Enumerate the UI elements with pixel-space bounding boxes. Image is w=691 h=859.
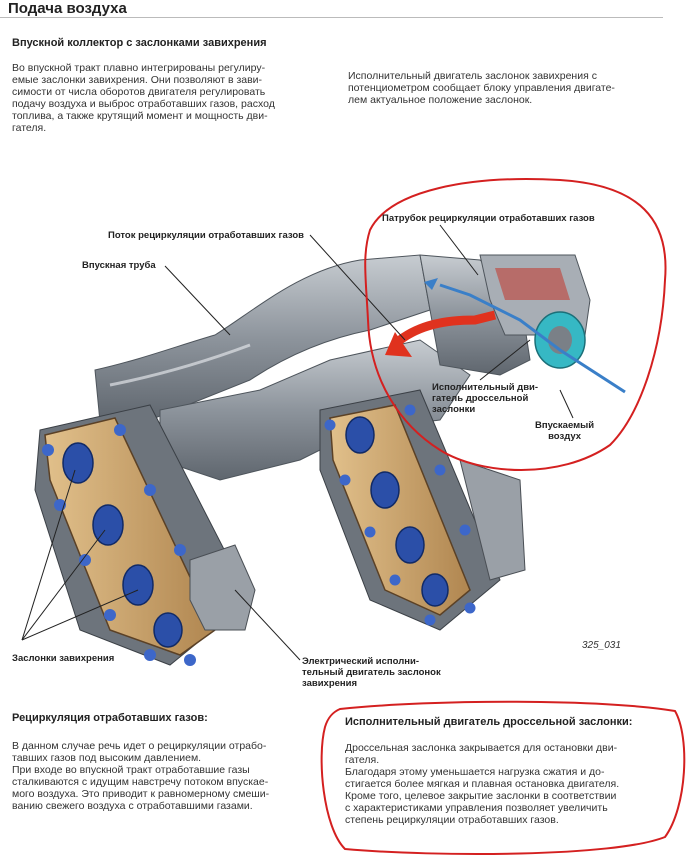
egr-heading: Рециркуляция отработавших газов: <box>12 712 208 724</box>
intake-pipe-shape <box>94 254 431 423</box>
callout-intake-pipe: Впускная труба <box>82 260 156 271</box>
title-divider <box>0 17 663 18</box>
egr-flow-arrow <box>397 310 497 344</box>
egr-flow-arrowhead <box>385 332 412 357</box>
callout-egr-pipe: Патрубок рециркуляции отработавших газов <box>382 213 595 224</box>
actuator-note-text: Исполнительный двигатель заслонок завихр… <box>348 70 615 106</box>
annotation-loop-throttle <box>364 178 667 471</box>
callout-egr-flow: Поток рециркуляции отработавших газов <box>108 230 305 241</box>
plenum-shape <box>159 339 471 481</box>
throttle-text: Дроссельная заслонка закрывается для ост… <box>345 742 620 826</box>
swirl-actuator-shape <box>189 544 256 631</box>
throttle-heading: Исполнительный двигатель дроссельной зас… <box>345 716 633 728</box>
intake-heading: Впускной коллектор с заслонками завихрен… <box>12 37 267 49</box>
callout-swirl-flaps: Заслонки завихрения <box>12 653 115 664</box>
intake-text: Во впускной тракт плавно интегрированы р… <box>12 62 275 134</box>
page-title: Подача воздуха <box>8 0 127 17</box>
annotation-loop-text <box>320 700 686 855</box>
egr-text: В данном случае речь идет о рециркуляции… <box>12 740 270 812</box>
callout-swirl-actuator: Электрический исполни- тельный двигатель… <box>302 656 441 689</box>
intake-air-arrowhead <box>424 278 438 290</box>
right-bank <box>319 389 526 631</box>
intake-manifold-illustration: 325_031 <box>21 178 667 666</box>
figure-id: 325_031 <box>582 640 621 651</box>
callout-throttle-actuator: Исполнительный дви- гатель дроссельной з… <box>432 382 539 415</box>
throttle-body-shape <box>419 254 591 376</box>
intake-air-arrow <box>439 283 626 394</box>
callout-intake-air: Впускаемый воздух <box>535 420 595 442</box>
